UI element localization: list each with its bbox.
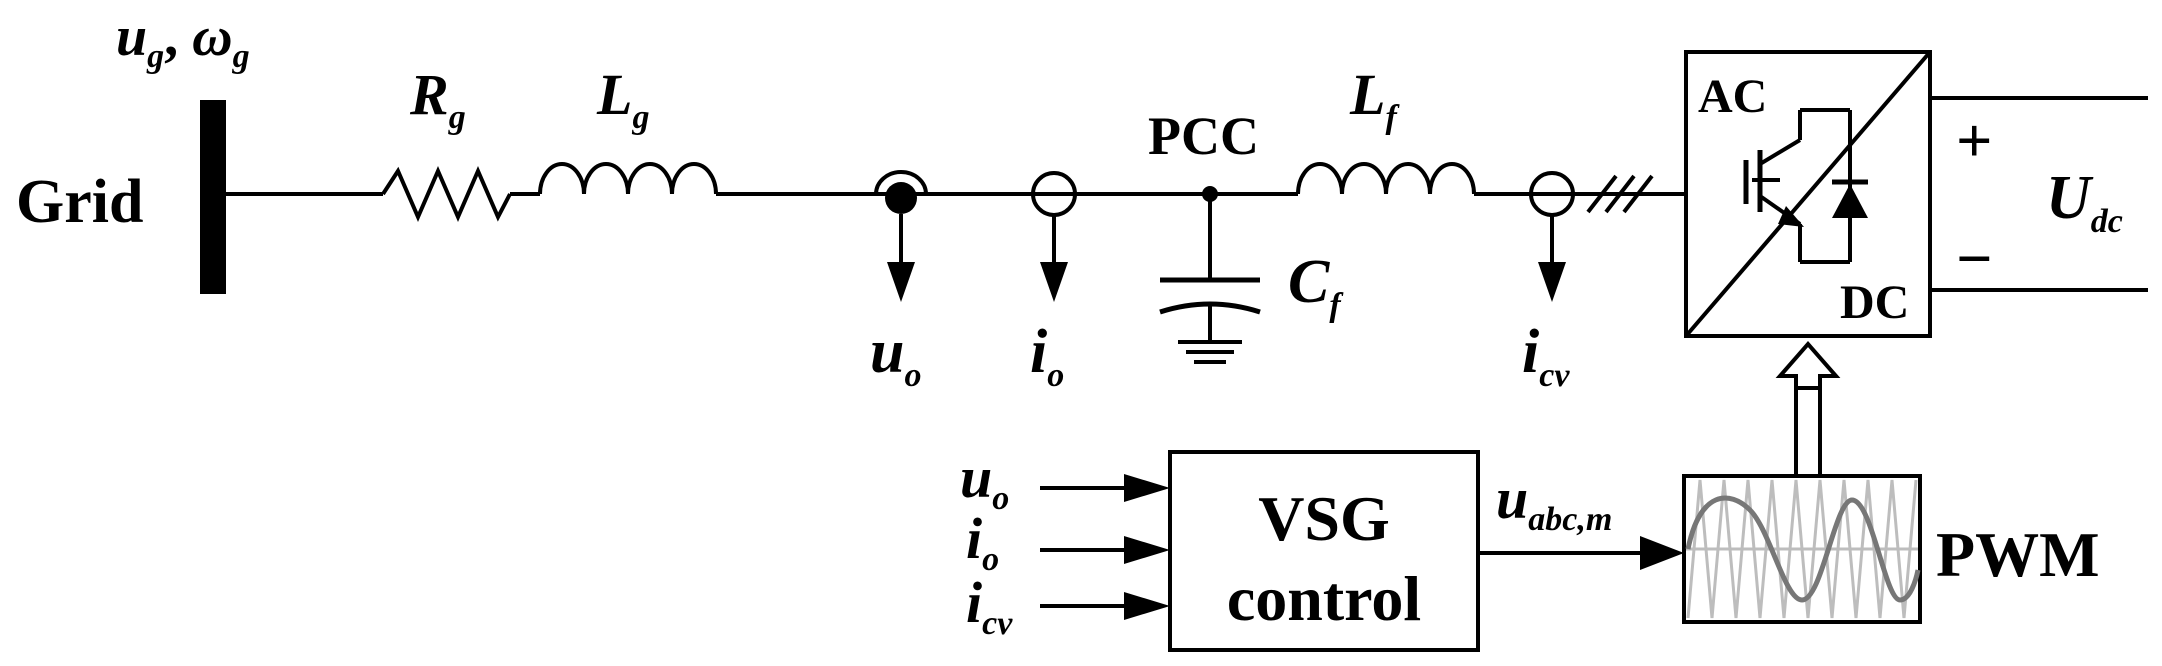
dc-minus-sign: −: [1956, 223, 1992, 294]
grid-inductor-label: Lg: [596, 62, 649, 136]
filter-inductor-label: Lf: [1349, 62, 1400, 136]
converter-box: [1684, 50, 1932, 338]
three-phase-mark-2: [1604, 174, 1636, 214]
igbt-switch-icon: [1743, 108, 1850, 264]
voltage-sensor-dot: [885, 182, 917, 214]
grid-voltage-frequency-label: ug, ωg: [116, 6, 250, 75]
pcc-label: PCC: [1148, 106, 1259, 166]
vsg-to-pwm-arrowhead: [1640, 536, 1684, 570]
modulation-signal-label: uabc,m: [1496, 466, 1612, 538]
dc-voltage-label: Udc: [2046, 164, 2123, 240]
grid-busbar: [200, 100, 226, 294]
vsg-label-line1: VSG: [1258, 483, 1390, 554]
vsg-input-io-arrowhead: [1124, 536, 1170, 564]
three-phase-mark-1: [1586, 174, 1618, 214]
grid-resistor-label: Rg: [409, 62, 466, 136]
grid-inductor: [538, 162, 718, 195]
pwm-label: PWM: [1936, 519, 2100, 590]
sensor-icv-arrowhead: [1538, 262, 1566, 302]
pwm-box: [1682, 474, 1922, 624]
voltage-sensor-uo: [874, 170, 928, 195]
diode-icon: [1832, 110, 1868, 262]
sensor-uo-label: uo: [870, 318, 921, 394]
vsg-label-line2: control: [1227, 563, 1421, 634]
vsg-input-uo-label: uo: [960, 445, 1009, 517]
capacitor-plate-bottom: [1159, 301, 1261, 315]
sensor-icv-label: icv: [1522, 318, 1570, 394]
grid-freq-symbol: ω: [192, 6, 233, 68]
grid-voltage-sub: g: [146, 38, 164, 75]
grid-freq-sub: g: [232, 38, 250, 75]
vsg-input-icv-arrowhead: [1124, 592, 1170, 620]
sensor-io-label: io: [1030, 318, 1064, 394]
converter-ac-label: AC: [1698, 70, 1767, 123]
sensor-uo-arrowhead: [887, 262, 915, 302]
gating-signal-arrow: [1775, 340, 1841, 476]
grid-resistor: [381, 165, 512, 223]
filter-inductor: [1296, 162, 1476, 195]
vsg-input-icv-label: icv: [966, 570, 1013, 642]
grid-label: Grid: [16, 168, 143, 236]
dc-plus-sign: +: [1956, 105, 1992, 176]
grid-separator: ,: [164, 6, 192, 68]
filter-capacitor-label: Cf: [1288, 248, 1344, 324]
three-phase-mark-3: [1622, 174, 1654, 214]
vsg-input-uo-arrowhead: [1124, 474, 1170, 502]
pwm-reference-sine: [1685, 495, 1921, 603]
grid-voltage-symbol: u: [116, 6, 147, 68]
converter-dc-label: DC: [1840, 276, 1909, 329]
converter-diagonal: [1684, 50, 1932, 338]
sensor-io-arrowhead: [1040, 262, 1068, 302]
vsg-input-io-label: io: [966, 506, 999, 578]
